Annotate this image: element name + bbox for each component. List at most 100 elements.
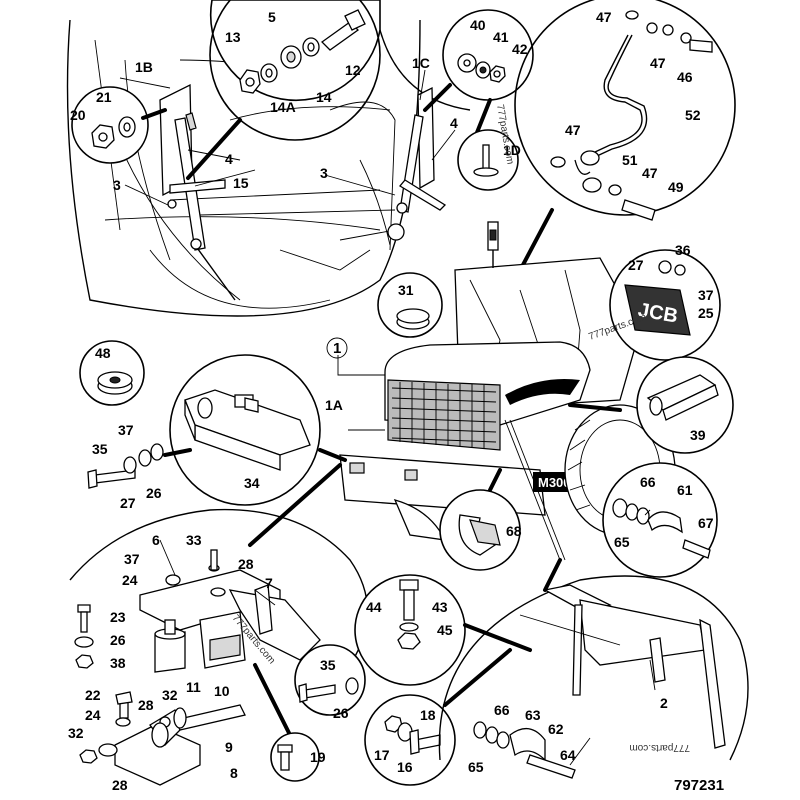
callout-6: 6 (152, 532, 160, 548)
callout-10: 10 (214, 683, 230, 699)
bolt-detail-19 (270, 732, 320, 782)
callout-7: 7 (265, 575, 273, 591)
callout-43: 43 (432, 599, 448, 615)
callout-labels: 1B 21 20 3 4 15 5 13 12 14A 14 1C 4 3 40… (68, 9, 714, 793)
callout-14: 14 (316, 89, 332, 105)
leader-40-42 (423, 83, 452, 112)
seal-detail-39 (636, 356, 734, 454)
frame-assembly-2 (438, 575, 749, 761)
callout-36: 36 (675, 242, 691, 258)
callout-65-b: 65 (468, 759, 484, 775)
callout-37-b: 37 (118, 422, 134, 438)
callout-35-a: 35 (92, 441, 108, 457)
logo-detail-25: JCB (609, 249, 721, 361)
leader-34 (318, 448, 347, 462)
callout-66-b: 66 (494, 702, 510, 718)
callout-47-b: 47 (650, 55, 666, 71)
callout-15: 15 (233, 175, 249, 191)
callout-4-right: 4 (450, 115, 458, 131)
leader-strut-left (186, 118, 242, 180)
callout-19: 19 (310, 749, 326, 765)
fastener-detail-40-41-42 (442, 9, 534, 101)
watermark-bottom-right: 777parts.com (629, 742, 690, 753)
cab-strut-detail-left (66, 19, 421, 317)
stud-detail-1D (457, 129, 519, 191)
callout-16: 16 (397, 759, 413, 775)
callout-11: 11 (186, 679, 201, 695)
cable-detail-52 (514, 0, 736, 221)
mount-detail-bottom-left (69, 508, 369, 673)
callout-46: 46 (677, 69, 693, 85)
callout-35-b: 35 (320, 657, 336, 673)
callout-24-a: 24 (122, 572, 138, 588)
callout-28-c: 28 (112, 777, 128, 793)
callout-3-left: 3 (113, 177, 121, 193)
leader-20-21 (141, 108, 167, 120)
callout-47-c: 47 (565, 122, 581, 138)
callout-52: 52 (685, 107, 701, 123)
callout-5: 5 (268, 9, 276, 25)
bracket-detail-34 (169, 354, 321, 506)
callout-67: 67 (698, 515, 714, 531)
callout-22: 22 (85, 687, 101, 703)
callout-68: 68 (506, 523, 522, 539)
grommet-detail-48 (79, 340, 145, 406)
leader-lines (119, 69, 656, 766)
callout-27-a: 27 (628, 257, 644, 273)
clamp-detail-68 (439, 489, 521, 571)
callout-65-a: 65 (614, 534, 630, 550)
hinge-detail-8 (79, 691, 246, 786)
bolt-detail-35-26 (294, 644, 366, 716)
callout-1-ring (326, 337, 348, 359)
callout-44: 44 (366, 599, 382, 615)
callout-47-d: 47 (642, 165, 658, 181)
callout-37-a: 37 (698, 287, 714, 303)
callout-62: 62 (548, 721, 564, 737)
leader-16-18 (443, 648, 512, 707)
callout-26-b: 26 (110, 632, 126, 648)
fastener-detail-16-18 (364, 694, 456, 786)
callout-39: 39 (690, 427, 706, 443)
callout-20: 20 (70, 107, 86, 123)
callout-64: 64 (560, 747, 576, 763)
callout-49: 49 (668, 179, 684, 195)
callout-63: 63 (525, 707, 541, 723)
callout-9: 9 (225, 739, 233, 755)
nut-washer-detail-20-21 (71, 86, 149, 164)
callout-48: 48 (95, 345, 111, 361)
callout-61: 61 (677, 482, 693, 498)
callout-24-b: 24 (85, 707, 101, 723)
fastener-detail-35-37 (87, 443, 164, 489)
callout-1A: 1A (325, 397, 343, 413)
callout-3-right: 3 (320, 165, 328, 181)
callout-1B: 1B (135, 59, 153, 75)
cap-detail-31 (377, 272, 443, 338)
callout-51: 51 (622, 152, 638, 168)
callout-34: 34 (244, 475, 260, 491)
callout-66-a: 66 (640, 474, 656, 490)
leader-39 (568, 403, 622, 412)
fastener-stack-23-26-38 (74, 604, 94, 669)
callout-17: 17 (374, 747, 390, 763)
callout-33: 33 (186, 532, 202, 548)
callout-40: 40 (470, 17, 486, 33)
callout-38: 38 (110, 655, 126, 671)
leader-35-37 (163, 448, 192, 457)
callout-42: 42 (512, 41, 528, 57)
callout-28-a: 28 (238, 556, 254, 572)
callout-45: 45 (437, 622, 453, 638)
callout-12: 12 (345, 62, 361, 78)
callout-8: 8 (230, 765, 238, 781)
model-badge: M300 (538, 475, 571, 490)
callout-28-b: 28 (138, 697, 154, 713)
callout-37-c: 37 (124, 551, 140, 567)
fastener-detail-5-12-13-14 (209, 0, 381, 141)
callout-13: 13 (225, 29, 241, 45)
callout-26-a: 26 (146, 485, 162, 501)
callout-25: 25 (698, 305, 714, 321)
clamp-detail-62-64 (473, 721, 576, 779)
fastener-detail-43-45 (354, 574, 466, 686)
callout-26-c: 26 (333, 705, 349, 721)
callout-14A: 14A (270, 99, 296, 115)
